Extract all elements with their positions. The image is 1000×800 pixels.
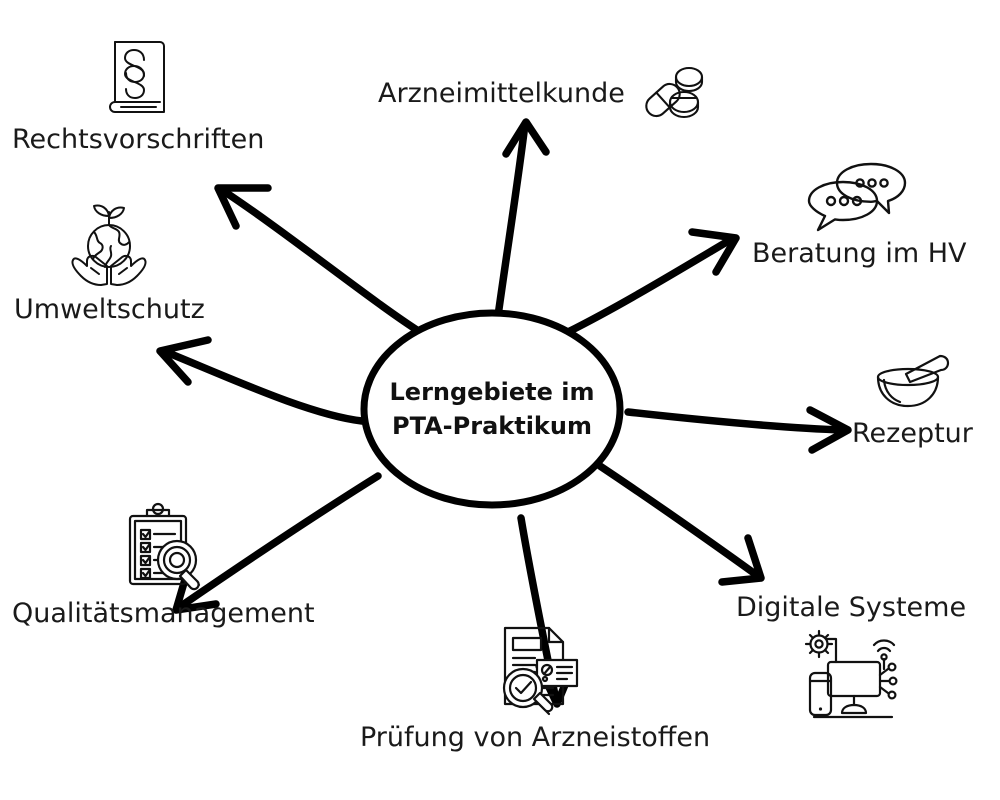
monitor-gear-wifi-icon bbox=[796, 627, 906, 731]
node-label-arzneimittelkunde: Arzneimittelkunde bbox=[378, 78, 625, 110]
arrow-to-rechtsvorschriften bbox=[214, 184, 424, 336]
node-qualitaetsmanagement[interactable]: Qualitätsmanagement bbox=[12, 502, 315, 629]
arrow-to-beratung bbox=[564, 228, 740, 336]
node-label-umweltschutz: Umweltschutz bbox=[14, 294, 205, 325]
clipboard-checklist-magnifier-icon bbox=[115, 502, 211, 598]
node-label-qualitaetsmanagement: Qualitätsmanagement bbox=[12, 598, 315, 629]
node-label-rezeptur: Rezeptur bbox=[852, 418, 973, 449]
node-umweltschutz[interactable]: Umweltschutz bbox=[14, 200, 205, 325]
node-beratung[interactable]: Beratung im HV bbox=[752, 158, 966, 269]
speech-bubbles-icon bbox=[805, 158, 913, 238]
center-ellipse bbox=[360, 309, 624, 509]
center-node-label: Lerngebiete im PTA-Praktikum bbox=[390, 375, 595, 443]
law-book-paragraph-icon bbox=[98, 34, 178, 124]
arrow-to-digitale-systeme bbox=[596, 462, 765, 586]
arrow-to-rezeptur bbox=[624, 406, 852, 454]
mortar-and-pestle-icon bbox=[870, 352, 954, 418]
node-digitale-systeme[interactable]: Digitale Systeme bbox=[736, 592, 966, 731]
document-magnifier-check-icon bbox=[487, 622, 583, 722]
arrow-to-qualitaetsmanagement bbox=[172, 472, 382, 614]
pills-icon bbox=[641, 62, 707, 126]
node-rechtsvorschriften[interactable]: Rechtsvorschriften bbox=[12, 34, 264, 155]
center-label-line2: PTA-Praktikum bbox=[392, 412, 592, 440]
node-label-beratung: Beratung im HV bbox=[752, 238, 967, 269]
node-pruefung-von-arzneistoffen[interactable]: Prüfung von Arzneistoffen bbox=[360, 622, 710, 753]
node-arzneimittelkunde[interactable]: Arzneimittelkunde bbox=[378, 62, 707, 126]
hands-holding-earth-sprout-icon bbox=[61, 200, 157, 294]
node-rezeptur[interactable]: Rezeptur bbox=[852, 352, 973, 449]
node-label-pruefung: Prüfung von Arzneistoffen bbox=[360, 722, 711, 753]
arrow-to-arzneimittelkunde bbox=[494, 118, 550, 320]
node-label-digitale-systeme: Digitale Systeme bbox=[736, 592, 967, 623]
arrow-to-umweltschutz bbox=[156, 336, 366, 425]
node-label-rechtsvorschriften: Rechtsvorschriften bbox=[12, 124, 265, 155]
center-label-line1: Lerngebiete im bbox=[389, 377, 595, 406]
